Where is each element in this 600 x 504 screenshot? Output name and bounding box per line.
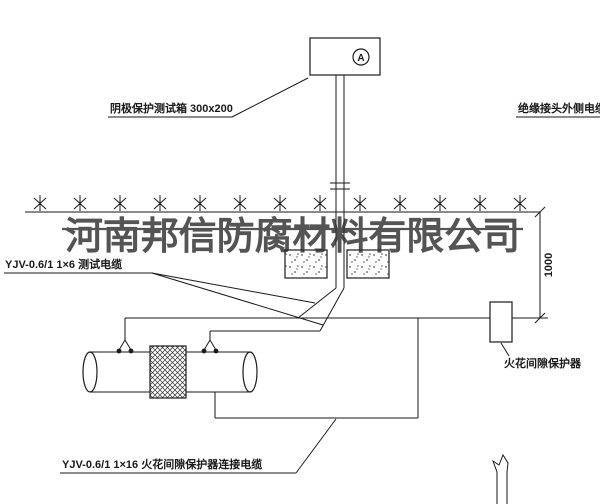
leader-line — [500, 342, 510, 357]
weld-point — [116, 348, 122, 354]
test-box-label: 阴极保护测试箱 300x200 — [110, 101, 233, 115]
watermark: 河南邦信防腐材料有限公司 — [62, 213, 523, 258]
dimension-tick — [534, 312, 546, 324]
ground-symbols — [33, 194, 527, 212]
concrete-blocks — [284, 249, 390, 279]
label-outer-cable: 绝缘接头外侧电缆 — [516, 101, 600, 118]
pipe-end-left — [82, 351, 98, 393]
test-cable-conduit — [330, 75, 350, 288]
watermark-text: 河南邦信防腐材料有限公司 — [65, 213, 520, 258]
label-test-box: 阴极保护测试箱 300x200 — [108, 77, 309, 118]
leader-line — [151, 272, 324, 326]
test-cable-label: YJV-0.6/1 1×6 测试电缆 — [5, 257, 122, 271]
pipe-end-right — [242, 351, 258, 393]
dimension-1000: 1000 — [512, 206, 555, 324]
leader-line — [151, 272, 316, 304]
dimension-text: 1000 — [543, 253, 555, 277]
leader-line — [295, 418, 337, 474]
test-box — [309, 37, 381, 76]
connection-cable-label: YJV-0.6/1 1×16 火花间隙保护器连接电缆 — [62, 457, 262, 471]
pipeline-group — [82, 345, 258, 399]
leader-line — [231, 77, 309, 118]
insulating-joint — [149, 345, 187, 399]
cable-runs — [118, 287, 490, 419]
weld-point — [201, 348, 207, 354]
spark-gap-label: 火花间隙保护器 — [504, 356, 582, 370]
outer-cable-label: 绝缘接头外侧电缆 — [518, 101, 600, 115]
meter-circle-icon — [352, 48, 370, 66]
vent-pipe-symbol — [492, 453, 509, 504]
weld-point — [213, 348, 219, 354]
spark-gap-protector — [489, 301, 513, 343]
label-test-cable: YJV-0.6/1 1×6 测试电缆 — [4, 257, 324, 326]
dimension-tick — [534, 206, 546, 218]
label-connection-cable: YJV-0.6/1 1×16 火花间隙保护器连接电缆 — [60, 418, 337, 474]
weld-point — [128, 348, 134, 354]
label-spark-gap: 火花间隙保护器 — [500, 342, 582, 370]
test-box-group: A — [309, 37, 381, 76]
meter-symbol: A — [357, 53, 364, 64]
